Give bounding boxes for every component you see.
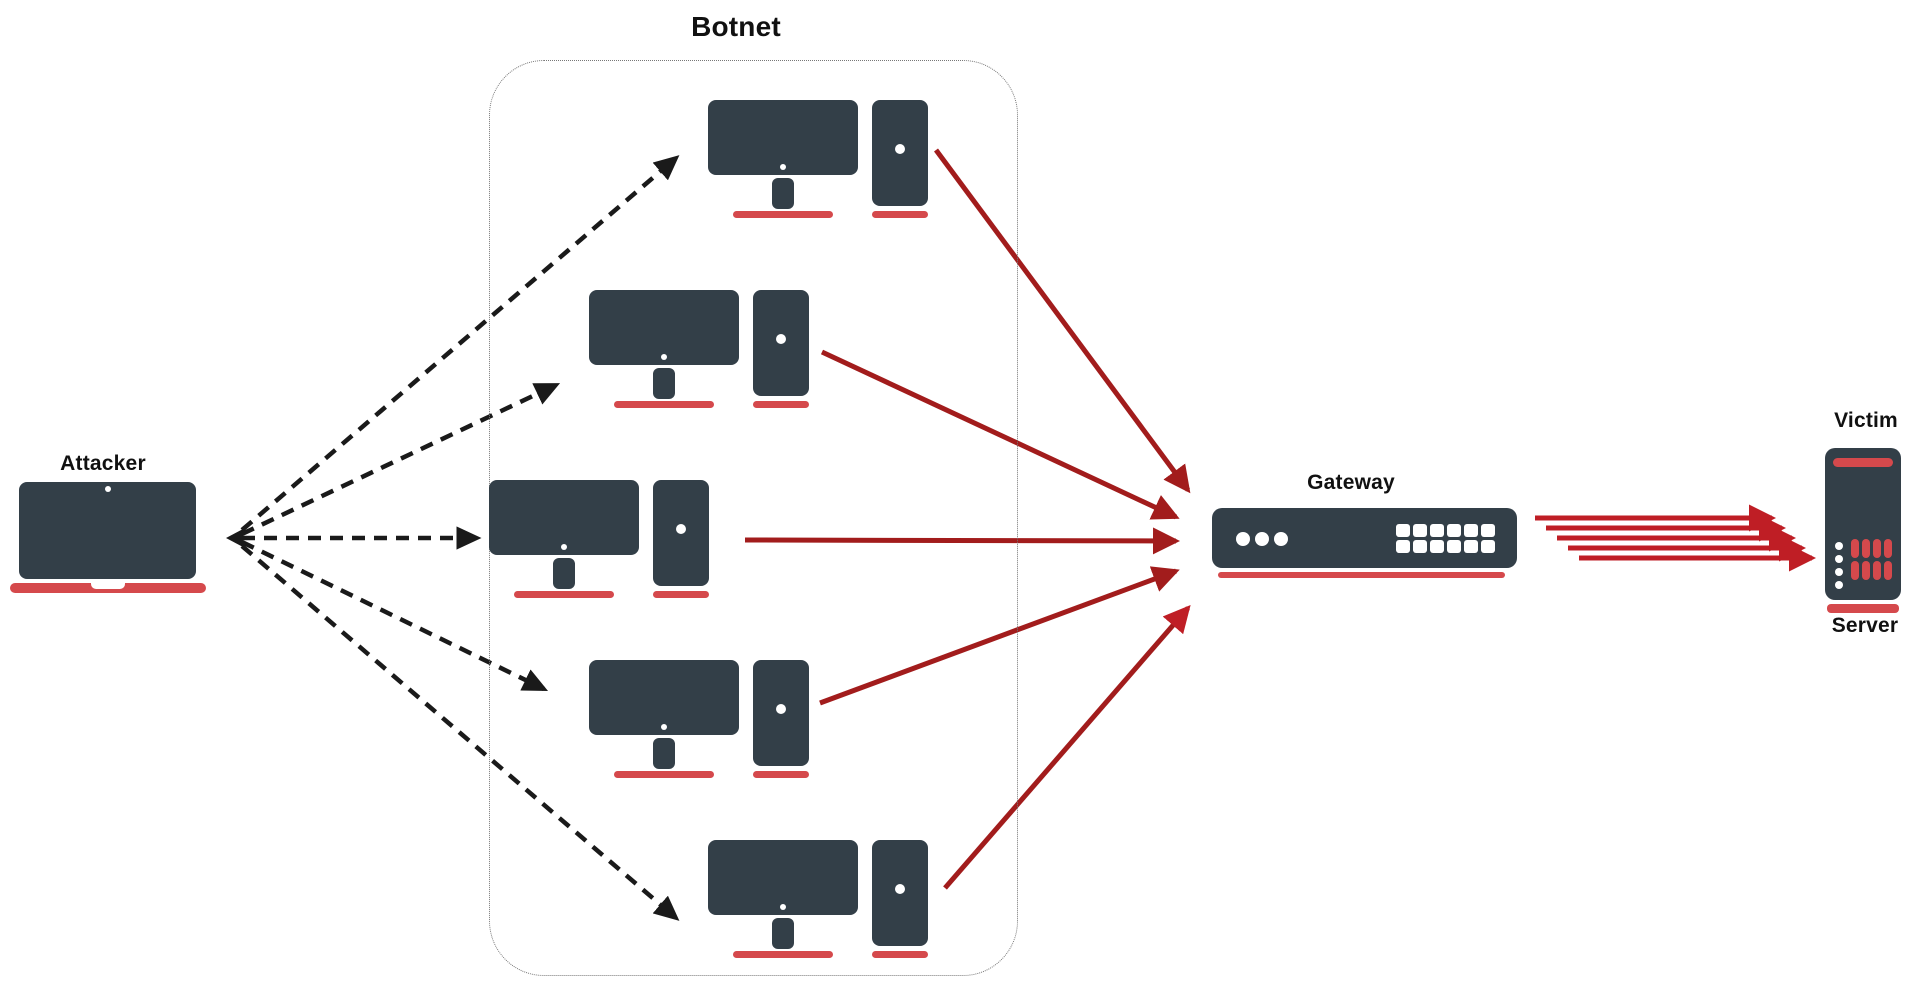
tower-dot [895, 884, 905, 894]
server-tower [1825, 448, 1901, 600]
dashed-arrow-attacker-to-bot5 [240, 544, 680, 921]
server-led-dot [1835, 555, 1843, 563]
red-arrow-bot1-to-gateway [933, 148, 1191, 494]
server-base-bar [1827, 604, 1899, 613]
tower-dot [776, 334, 786, 344]
monitor-stand [772, 178, 794, 209]
server-vent-pill [1851, 539, 1859, 558]
gateway-port [1464, 540, 1478, 553]
dashed-arrow-attacker-to-bot2 [241, 382, 561, 537]
monitor-dot [661, 354, 667, 360]
tower-dot [676, 524, 686, 534]
attacker-return-arrowhead [226, 529, 243, 547]
gateway-port [1430, 540, 1444, 553]
server-led-dot [1835, 542, 1843, 550]
gateway-port [1430, 524, 1444, 537]
monitor-stand [553, 558, 575, 589]
monitor-stand [772, 918, 794, 949]
server-top-slot [1833, 458, 1893, 467]
tower-dot [895, 144, 905, 154]
gateway-led-dot [1236, 532, 1250, 546]
red-arrow-bot4-to-gateway [819, 566, 1180, 706]
monitor-base-bar [614, 401, 714, 408]
laptop-notch [91, 583, 125, 589]
monitor-icon [708, 840, 858, 915]
server-vent-pill [1884, 539, 1892, 558]
monitor-dot [780, 904, 786, 910]
monitor-icon [589, 660, 739, 735]
gateway-port [1481, 524, 1495, 537]
monitor-base-bar [733, 951, 833, 958]
server-vent-pill [1851, 561, 1859, 580]
gateway-port [1413, 540, 1427, 553]
monitor-icon [489, 480, 639, 555]
gateway-port [1413, 524, 1427, 537]
gateway-port [1396, 524, 1410, 537]
botnet-computer-3 [489, 480, 709, 598]
botnet-computer-5 [708, 840, 928, 958]
monitor-base-bar [514, 591, 614, 598]
gateway-port [1464, 524, 1478, 537]
server-led-dot [1835, 568, 1843, 576]
botnet-computer-1 [708, 100, 928, 218]
tower-base-bar [872, 211, 928, 218]
server-vent-pill [1862, 539, 1870, 558]
gateway-led-dot [1274, 532, 1288, 546]
tower-icon [653, 480, 709, 586]
gateway-box [1212, 508, 1517, 568]
gateway-port [1396, 540, 1410, 553]
server-led-dot [1835, 581, 1843, 589]
monitor-dot [661, 724, 667, 730]
monitor-stand [653, 368, 675, 399]
monitor-icon [589, 290, 739, 365]
monitor-dot [561, 544, 567, 550]
gateway-port [1447, 540, 1461, 553]
server-vent-pill [1873, 561, 1881, 580]
monitor-dot [780, 164, 786, 170]
red-arrow-bot3-to-gateway [744, 527, 1180, 555]
gateway-base-bar [1218, 572, 1505, 578]
server-vent-pill [1884, 561, 1892, 580]
tower-base-bar [753, 401, 809, 408]
tower-base-bar [753, 771, 809, 778]
gateway-port [1481, 540, 1495, 553]
victim-label: Victim [1834, 409, 1898, 432]
tower-base-bar [872, 951, 928, 958]
laptop-camera-dot [105, 486, 111, 492]
tower-icon [753, 290, 809, 396]
red-arrow-bot2-to-gateway [820, 349, 1180, 520]
gateway-led-dot [1255, 532, 1269, 546]
botnet-label: Botnet [691, 11, 781, 42]
server-vent-pill [1873, 539, 1881, 558]
tower-dot [776, 704, 786, 714]
laptop-screen [19, 482, 196, 579]
red-arrow-bot5-to-gateway [943, 604, 1191, 890]
monitor-icon [708, 100, 858, 175]
gateway-label: Gateway [1307, 471, 1395, 494]
server-vent-pill [1862, 561, 1870, 580]
attacker-label: Attacker [60, 452, 146, 475]
monitor-stand [653, 738, 675, 769]
monitor-base-bar [733, 211, 833, 218]
tower-icon [753, 660, 809, 766]
dashed-arrow-attacker-to-bot1 [240, 155, 680, 532]
server-label: Server [1831, 614, 1899, 637]
botnet-computer-4 [589, 660, 809, 778]
dashed-arrow-attacker-to-bot4 [241, 539, 549, 692]
tower-base-bar [653, 591, 709, 598]
tower-icon [872, 100, 928, 206]
botnet-computer-2 [589, 290, 809, 408]
monitor-base-bar [614, 771, 714, 778]
tower-icon [872, 840, 928, 946]
gateway-port [1447, 524, 1461, 537]
